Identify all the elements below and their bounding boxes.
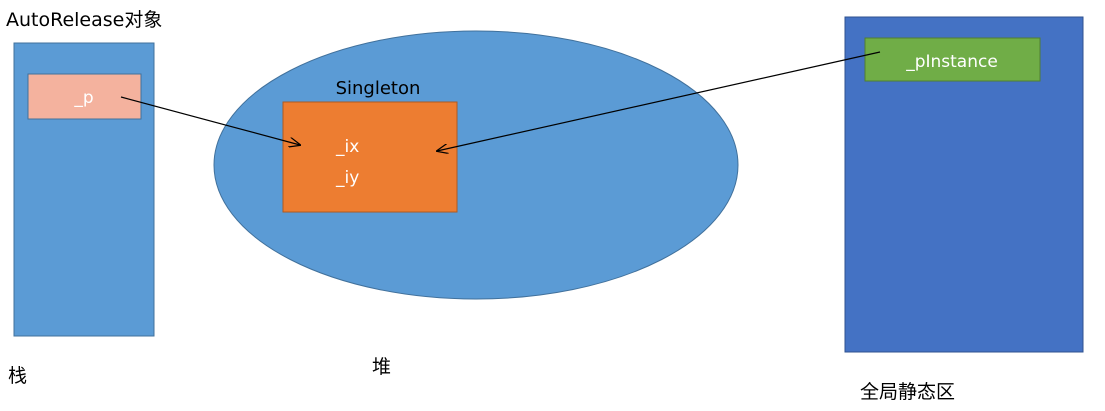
stack-region-label: 栈: [8, 365, 27, 387]
pinstance-label: _pInstance: [905, 52, 998, 72]
pointer-p-label: _p: [73, 88, 93, 108]
member-ix: _ix: [335, 137, 359, 157]
arrow-pinstance-to-singleton: [437, 51, 881, 151]
pinstance-box: [864, 37, 1041, 82]
singleton-object: [282, 101, 458, 213]
member-iy: _iy: [335, 168, 359, 188]
pointer-p-box: [27, 73, 142, 120]
arrow-p-to-singleton: [120, 96, 300, 145]
heap-region: [213, 30, 739, 300]
singleton-title: Singleton: [336, 78, 421, 99]
heap-region-label: 堆: [372, 356, 391, 378]
stack-caption: AutoRelease对象: [6, 9, 162, 31]
static-region-label: 全局静态区: [860, 381, 955, 403]
